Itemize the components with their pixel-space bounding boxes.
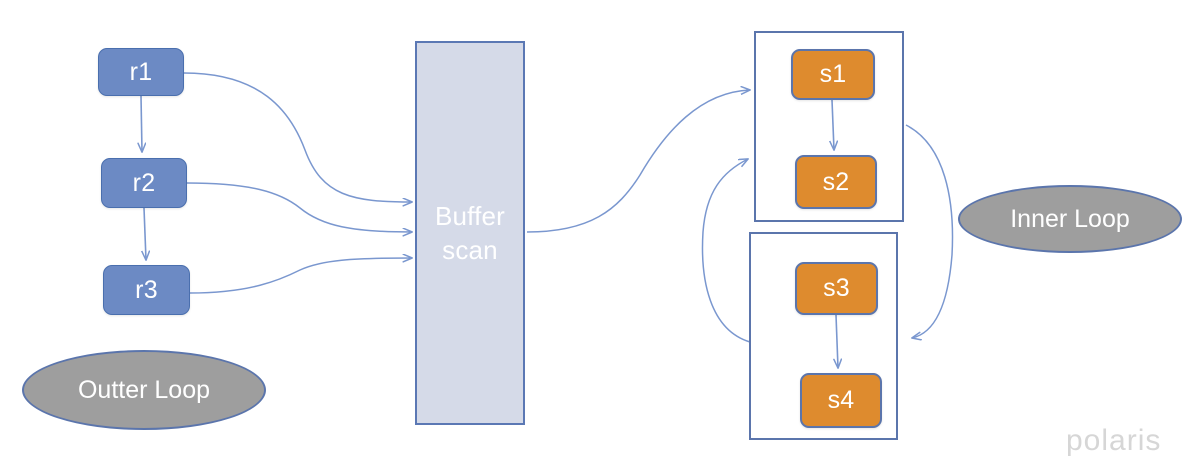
inner-node-s4-label: s4 bbox=[827, 386, 855, 414]
edge-r2-to-buffer bbox=[186, 182, 412, 232]
outer-loop-badge[interactable]: Outter Loop bbox=[22, 350, 266, 430]
buffer-scan-label-line1: Buffer bbox=[434, 200, 506, 231]
buffer-scan-box[interactable]: Buffer scan bbox=[415, 41, 525, 425]
inner-node-s2[interactable]: s2 bbox=[795, 155, 877, 209]
outer-node-r1[interactable]: r1 bbox=[98, 48, 184, 96]
inner-node-s4[interactable]: s4 bbox=[800, 373, 882, 428]
edge-r2-to-r3 bbox=[144, 207, 146, 260]
edge-buffer-to-top-container bbox=[526, 90, 750, 233]
edge-r1-to-r2 bbox=[141, 95, 142, 152]
watermark: polaris bbox=[1066, 424, 1162, 457]
outer-node-r2-label: r2 bbox=[132, 168, 156, 197]
buffer-scan-label-line2: scan bbox=[442, 235, 498, 265]
inner-loop-top-container bbox=[754, 31, 904, 222]
outer-node-r2[interactable]: r2 bbox=[101, 158, 187, 208]
inner-node-s1[interactable]: s1 bbox=[791, 49, 875, 100]
edge-r1-to-buffer bbox=[183, 72, 412, 202]
inner-node-s2-label: s2 bbox=[822, 167, 850, 196]
inner-loop-bottom-container bbox=[749, 232, 898, 440]
outer-node-r3-label: r3 bbox=[135, 275, 158, 304]
edge-top-container-to-bottom-container bbox=[905, 124, 954, 338]
inner-loop-badge[interactable]: Inner Loop bbox=[958, 185, 1182, 253]
inner-node-s3-label: s3 bbox=[823, 274, 850, 302]
edge-s1-to-s2 bbox=[832, 99, 834, 150]
inner-loop-badge-label: Inner Loop bbox=[1010, 204, 1130, 233]
outer-node-r1-label: r1 bbox=[129, 57, 153, 86]
inner-node-s1-label: s1 bbox=[819, 60, 847, 88]
edge-s3-to-s4 bbox=[836, 314, 838, 368]
outer-loop-badge-label: Outter Loop bbox=[77, 375, 211, 404]
inner-node-s3[interactable]: s3 bbox=[795, 262, 878, 315]
edge-bottom-container-to-top-container bbox=[701, 159, 751, 343]
outer-node-r3[interactable]: r3 bbox=[103, 265, 190, 315]
edge-r3-to-buffer bbox=[189, 258, 412, 294]
